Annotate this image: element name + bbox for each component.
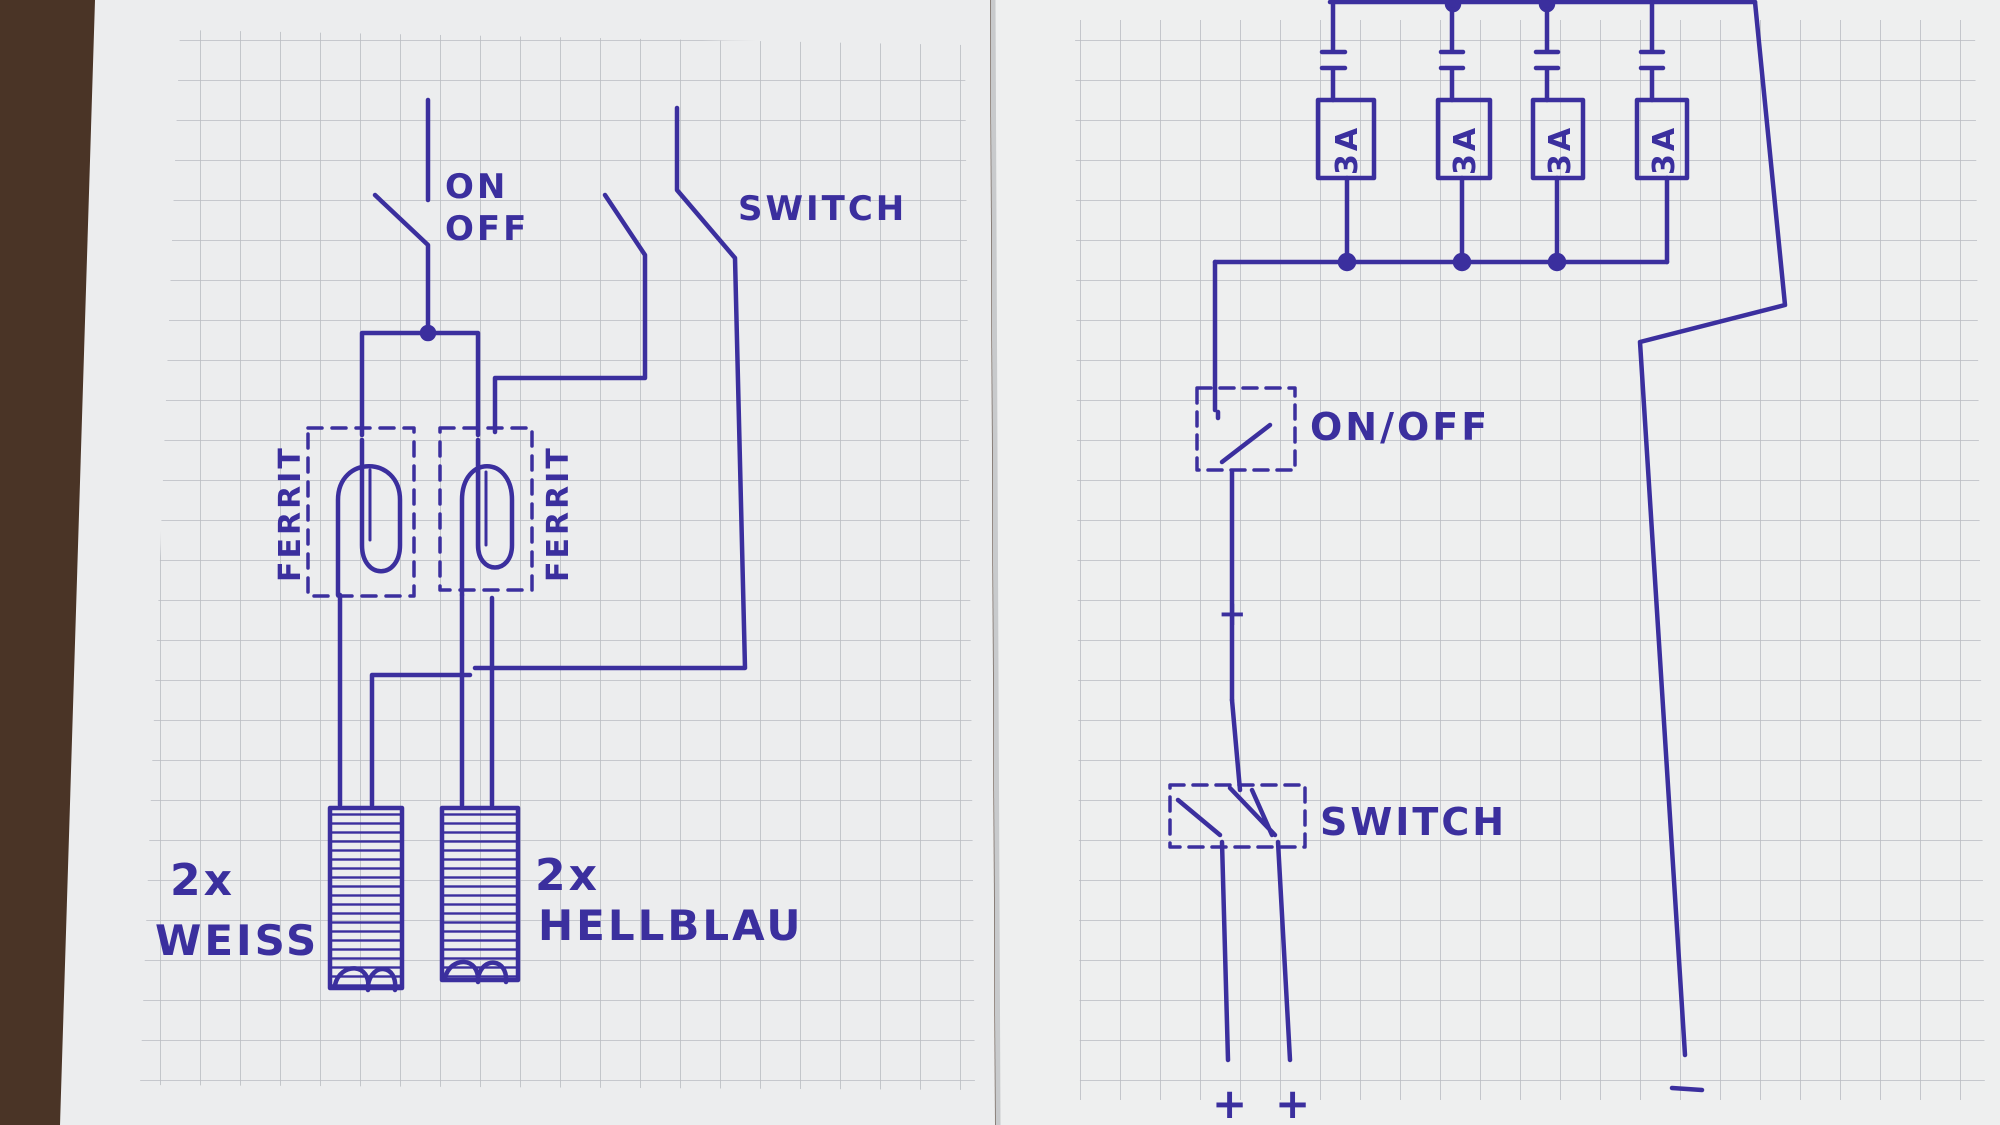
bus-top-2 bbox=[1538, 0, 1556, 13]
bus-junction-2 bbox=[1452, 252, 1472, 272]
onoff-switch-symbol bbox=[372, 97, 431, 336]
right-wiring-diagram bbox=[1168, 0, 1788, 1093]
switch-symbol-1 bbox=[492, 192, 648, 435]
quantity-label-left: 2x bbox=[170, 855, 235, 906]
page-gutter bbox=[990, 0, 1001, 1125]
bus-junction-1 bbox=[1337, 252, 1357, 272]
ferrite-loop-left bbox=[335, 437, 403, 598]
ferrite-box-right bbox=[438, 426, 534, 592]
bus-top-1 bbox=[1444, 0, 1462, 13]
bus-junction-3 bbox=[1547, 252, 1567, 272]
color-label-left: WEISS bbox=[155, 916, 319, 965]
onoff-label-right: ON/OFF bbox=[1310, 405, 1490, 449]
right-page bbox=[995, 0, 2000, 1125]
ferrite-loop-right bbox=[459, 437, 515, 598]
color-label-right: HELLBLAU bbox=[538, 901, 803, 950]
ferrite-label-right: FERRIT bbox=[541, 445, 576, 582]
onoff-switch-box bbox=[1195, 386, 1297, 472]
minus-output: - bbox=[1680, 1099, 1684, 1101]
fuse-label-1: 3A bbox=[1330, 125, 1365, 175]
on-label: ON bbox=[445, 167, 508, 207]
fuse-label-3: 3A bbox=[1543, 125, 1578, 175]
double-switch-symbol bbox=[1175, 697, 1278, 838]
switch-label-right: SWITCH bbox=[1320, 800, 1507, 844]
switch-symbol-2 bbox=[472, 105, 748, 671]
coil-right bbox=[439, 805, 521, 983]
left-wiring-diagram bbox=[306, 97, 748, 993]
ferrite-label-left: FERRIT bbox=[273, 445, 308, 582]
off-label: OFF bbox=[445, 209, 529, 249]
coil-left bbox=[327, 805, 405, 991]
quantity-label-right: 2x bbox=[535, 850, 600, 901]
fuse-label-2: 3A bbox=[1448, 125, 1483, 175]
switch-label-left: SWITCH bbox=[738, 189, 907, 229]
onoff-switch-symbol-right bbox=[1215, 409, 1273, 703]
ferrite-box-left bbox=[306, 426, 416, 598]
plus-output-a: + bbox=[1212, 1079, 1250, 1125]
fuse-label-4: 3A bbox=[1647, 125, 1682, 175]
plus-mid-label: + bbox=[1218, 594, 1250, 634]
junction-dot bbox=[419, 324, 437, 342]
plus-output-b: + bbox=[1275, 1079, 1313, 1125]
fuse-body-4 bbox=[1634, 97, 1690, 181]
